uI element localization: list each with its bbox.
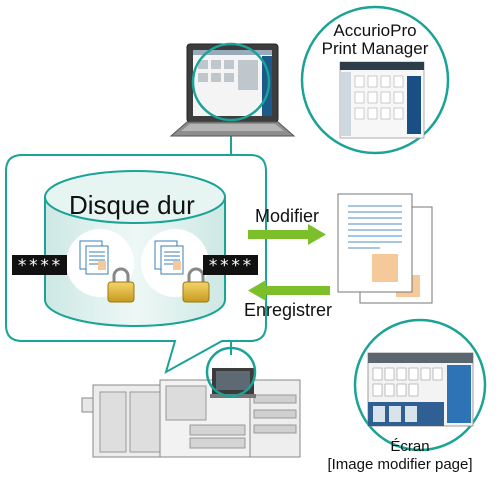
masked-password-left: **** xyxy=(12,255,67,276)
lock-icon xyxy=(107,267,135,303)
lock-icon xyxy=(182,267,210,303)
modify-label: Modifier xyxy=(255,206,320,226)
save-arrow xyxy=(248,280,330,301)
software-name-line1: AccurioPro xyxy=(333,21,417,40)
protected-file-left xyxy=(66,229,134,297)
laptop-computer xyxy=(169,43,296,137)
masked-password-right: **** xyxy=(203,255,258,276)
save-label: Enregistrer xyxy=(244,300,333,320)
document-pages xyxy=(337,193,433,304)
production-printer xyxy=(81,368,301,458)
software-zoom-circle xyxy=(300,5,450,155)
screen-caption-line2: [Image modifier page] xyxy=(327,456,473,473)
modify-arrow xyxy=(248,224,326,245)
printer-panel-zoom-circle xyxy=(205,346,257,398)
screen-zoom-circle xyxy=(353,318,487,452)
software-name-line2: Print Manager xyxy=(321,39,429,58)
disk-title: Disque dur xyxy=(69,190,195,220)
laptop-zoom-circle xyxy=(191,42,271,122)
protected-file-right xyxy=(141,229,209,297)
screen-caption-line1: Écran xyxy=(390,438,430,455)
